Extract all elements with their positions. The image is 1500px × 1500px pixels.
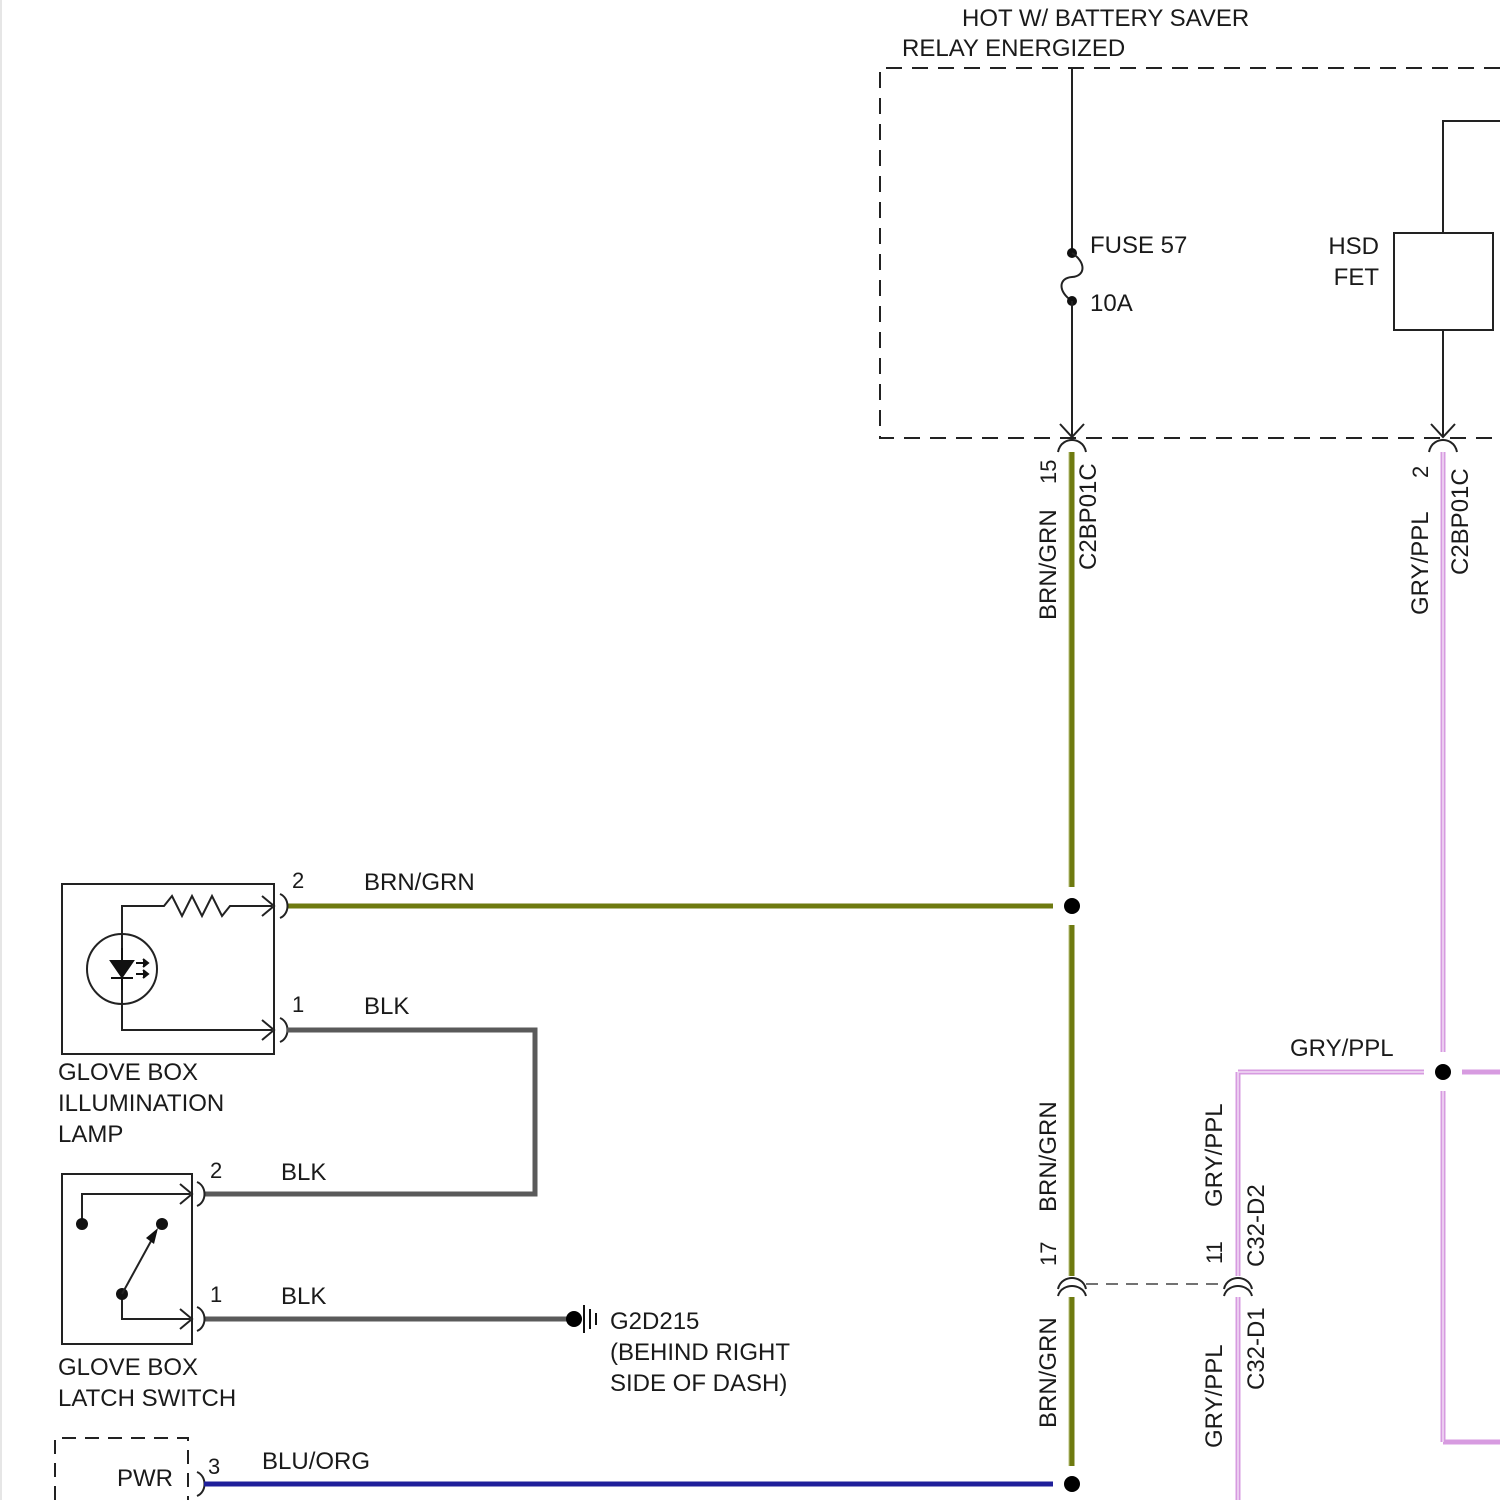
c2bp01c-pin-15: 15 (1036, 460, 1061, 484)
lamp-pin-2-label: 2 (292, 868, 304, 893)
pwr-connector-pin-3 (197, 1472, 205, 1496)
power-source-label-line1: HOT W/ BATTERY SAVER (962, 5, 1249, 32)
fuse-symbol (1062, 253, 1083, 301)
ground-location-line1: (BEHIND RIGHT (610, 1339, 790, 1366)
gry-ppl-inline-lower-label: GRY/PPL (1201, 1344, 1228, 1448)
switch-pin-1-label: 1 (210, 1282, 222, 1307)
brn-grn-splice (1064, 898, 1080, 914)
lamp-pin-1-label: 1 (292, 992, 304, 1017)
inline-connector-pin-11: 11 (1202, 1241, 1227, 1264)
switch-wire-pin1-label: BLK (281, 1283, 326, 1310)
blu-org-splice (1064, 1476, 1080, 1492)
inline-connector-17-symbol (1058, 1278, 1086, 1296)
ground-location-line2: SIDE OF DASH) (610, 1370, 787, 1397)
brn-grn-inline-upper-label: BRN/GRN (1035, 1101, 1062, 1212)
fuse-name: FUSE 57 (1090, 232, 1187, 259)
lamp-wire-brn-grn-label: BRN/GRN (364, 869, 475, 896)
c32-d2-connector-label: C32-D2 (1243, 1184, 1270, 1267)
c2bp01c-pin-2: 2 (1408, 466, 1433, 478)
switch-name-line2: LATCH SWITCH (58, 1385, 236, 1412)
lamp-name-line3: LAMP (58, 1121, 123, 1148)
inline-connector-pin-17: 17 (1036, 1242, 1061, 1266)
gry-ppl-inline-upper-label: GRY/PPL (1201, 1103, 1228, 1207)
c2bp01c-connector-label-left: C2BP01C (1075, 463, 1102, 570)
lamp-connector-pin-2 (280, 894, 288, 918)
lamp-name-line2: ILLUMINATION (58, 1090, 224, 1117)
switch-name-line1: GLOVE BOX (58, 1354, 198, 1381)
switch-contact-fixed (76, 1218, 88, 1230)
fuse-rating: 10A (1090, 290, 1133, 317)
ground-icon (584, 1305, 596, 1333)
switch-wire-pin2-label: BLK (281, 1159, 326, 1186)
hsd-fet-box (1394, 233, 1493, 330)
inline-connector-11-symbol (1224, 1278, 1252, 1296)
illumination-lamp-box (62, 884, 274, 1054)
brn-grn-top-wire-label: BRN/GRN (1035, 509, 1062, 620)
lamp-name-line1: GLOVE BOX (58, 1059, 198, 1086)
gry-ppl-splice (1435, 1064, 1451, 1080)
blu-org-wire-label: BLU/ORG (262, 1448, 370, 1475)
pwr-module-label: PWR (117, 1465, 173, 1492)
hsd-fet-label-line2: FET (1334, 264, 1380, 291)
switch-connector-pin-2 (197, 1182, 205, 1206)
hsd-fet-label-line1: HSD (1328, 233, 1379, 260)
hsd-feed-wire (1443, 121, 1500, 233)
brn-grn-inline-lower-label: BRN/GRN (1035, 1317, 1062, 1428)
switch-pin-2-label: 2 (210, 1158, 222, 1183)
switch-connector-pin-1 (197, 1307, 205, 1331)
ground-terminal (566, 1311, 582, 1327)
c32-d1-connector-label: C32-D1 (1243, 1307, 1270, 1390)
gry-ppl-branch-label: GRY/PPL (1290, 1035, 1394, 1062)
c2bp01c-connector-label-right: C2BP01C (1447, 468, 1474, 575)
ground-name: G2D215 (610, 1308, 699, 1335)
gry-ppl-top-wire-label: GRY/PPL (1407, 511, 1434, 615)
pwr-pin-3-label: 3 (208, 1454, 220, 1479)
power-source-label-line2: RELAY ENERGIZED (902, 35, 1125, 62)
lamp-connector-pin-1 (280, 1018, 288, 1042)
lamp-wire-blk-label: BLK (364, 993, 409, 1020)
